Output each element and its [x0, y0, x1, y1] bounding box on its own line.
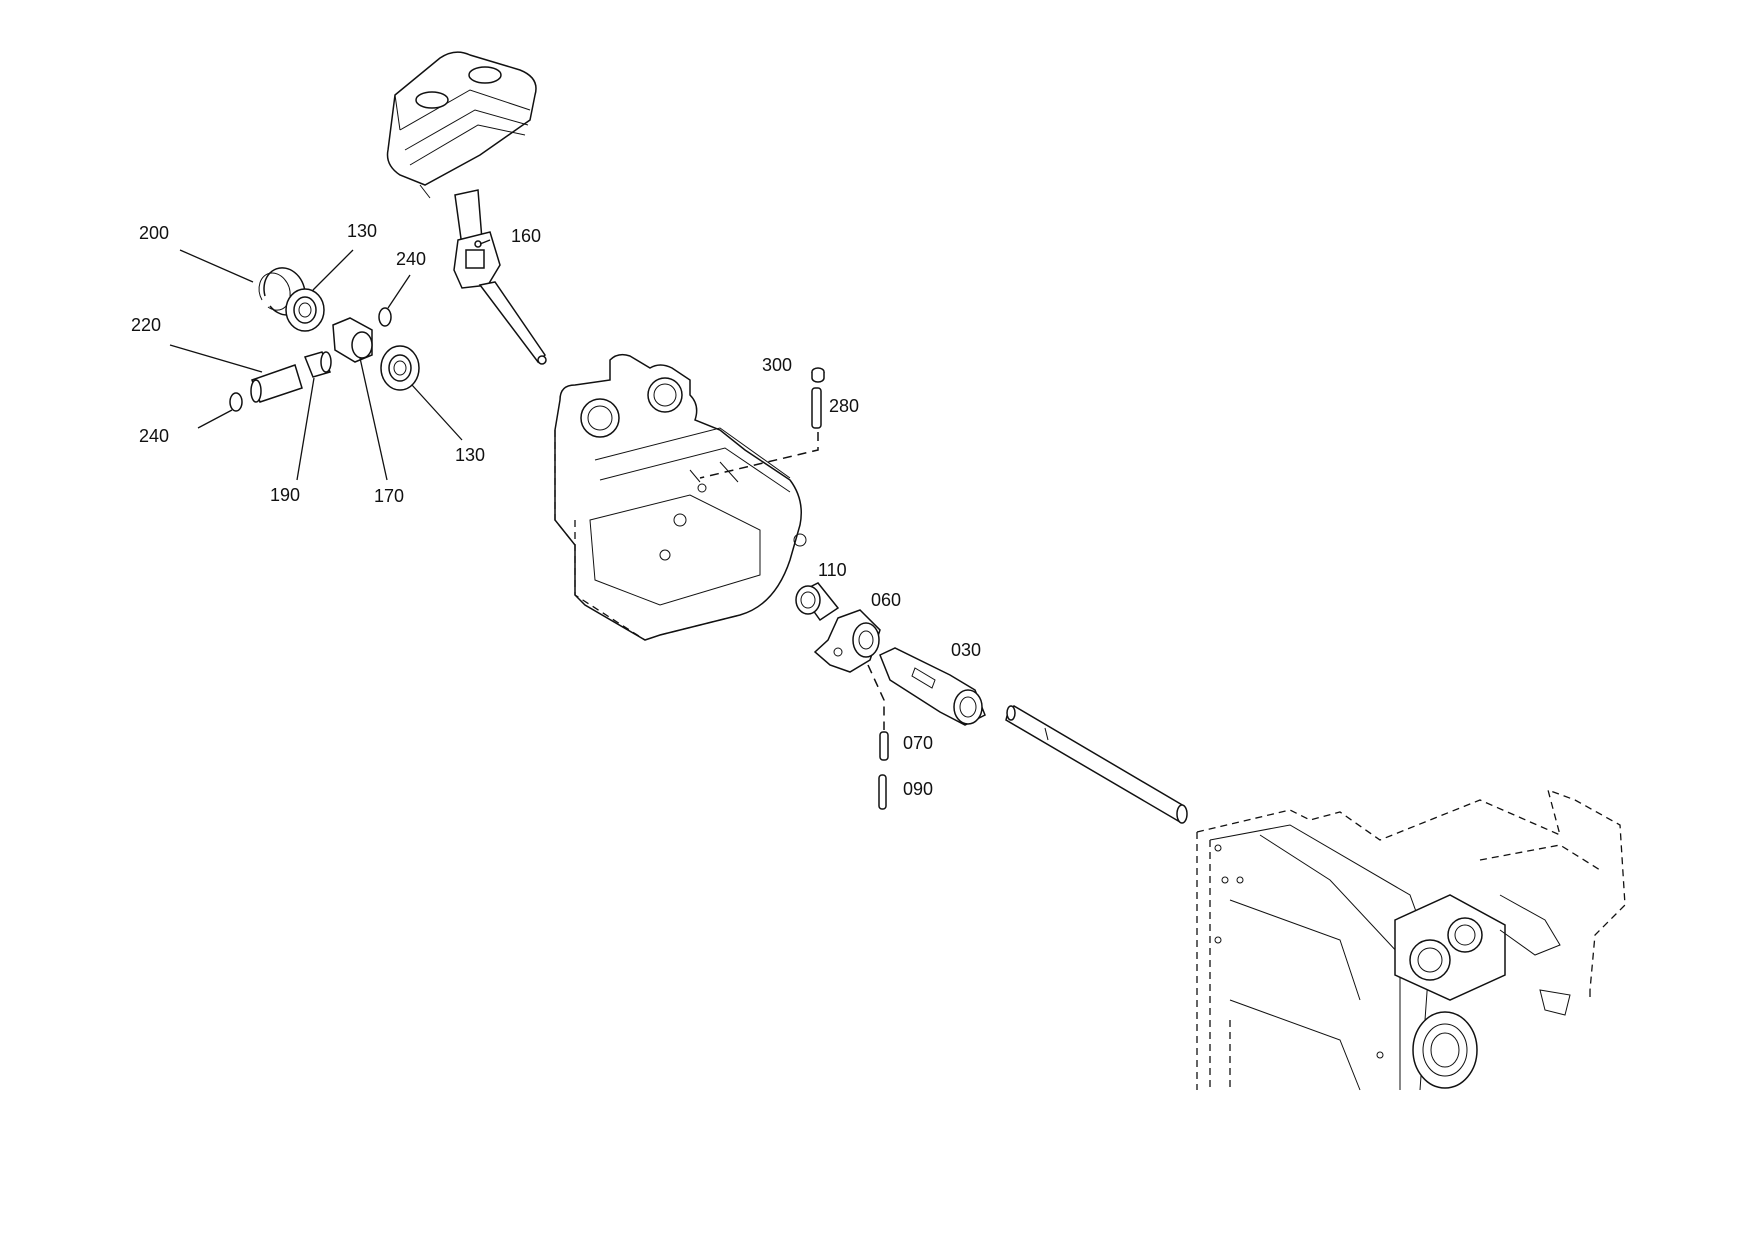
sleeve-190: [303, 351, 332, 378]
pin-220: [250, 364, 303, 403]
callout-220: 220: [131, 315, 162, 335]
ring-240-upper: [378, 307, 392, 327]
shaft-030: [879, 647, 986, 726]
nut-300: [811, 367, 825, 383]
callout-190: 190: [270, 485, 301, 505]
bearing-130-upper: [285, 288, 325, 332]
bushing-110: [795, 582, 840, 622]
callout-070: 070: [903, 733, 934, 753]
gearbox-housing: [1196, 788, 1626, 1091]
callout-130-lower: 130: [455, 445, 486, 465]
pin-090: [878, 774, 887, 810]
callout-030: 030: [951, 640, 982, 660]
callout-170: 170: [374, 486, 405, 506]
callout-110: 110: [818, 560, 847, 580]
ring-240-lower: [229, 392, 243, 412]
callout-280: 280: [829, 396, 860, 416]
callout-240-lower: 240: [139, 426, 170, 446]
bushing-170: [332, 317, 373, 363]
callout-060: 060: [871, 590, 902, 610]
shift-boot: [386, 51, 537, 199]
shift-rail-long: [1005, 705, 1188, 824]
pin-280: [811, 387, 822, 429]
callout-240-upper: 240: [396, 249, 427, 269]
callout-090: 090: [903, 779, 934, 799]
alignment-dash-280: [699, 432, 819, 479]
callout-130-upper: 130: [347, 221, 378, 241]
bearing-130-lower: [380, 345, 420, 391]
callout-160: 160: [511, 226, 542, 246]
alignment-dash-070: [867, 664, 885, 730]
leader-lines-left: [169, 239, 491, 481]
shift-lever-160: [453, 189, 547, 365]
shift-fork-060: [813, 609, 881, 673]
callout-300: 300: [762, 355, 793, 375]
pin-070: [879, 731, 889, 761]
callout-200: 200: [139, 223, 170, 243]
shift-housing: [554, 353, 807, 641]
